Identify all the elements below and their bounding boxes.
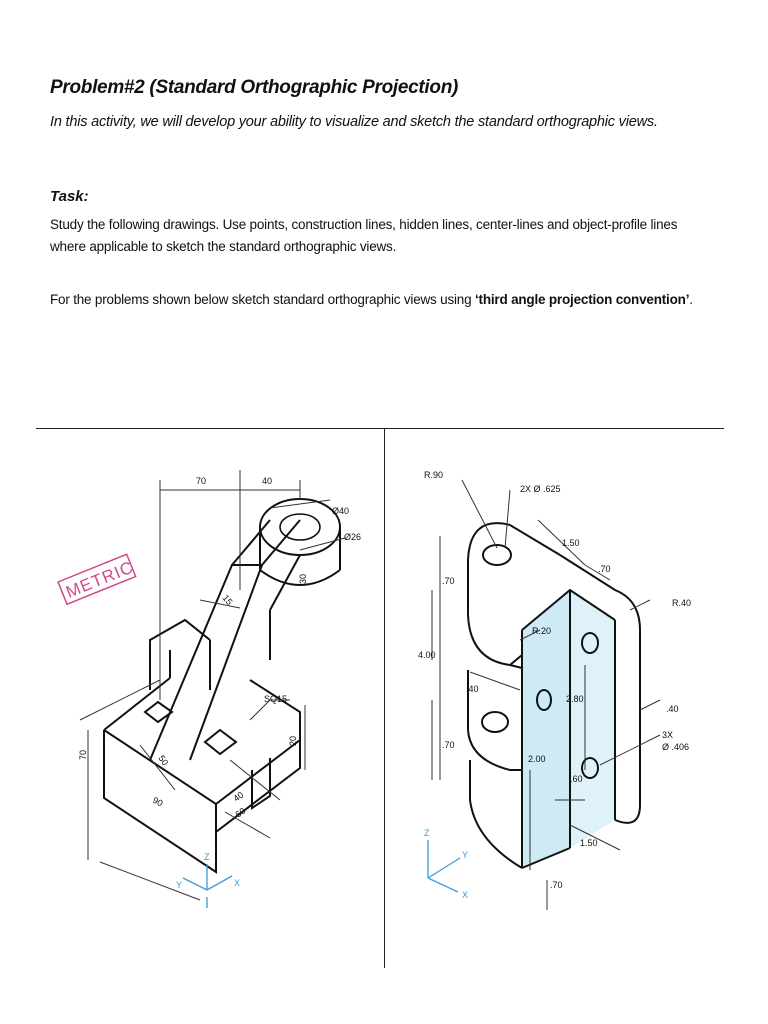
dim-r40: R.40 — [672, 598, 691, 608]
metric-stamp: METRIC — [57, 553, 137, 606]
right-axis-x: X — [462, 890, 468, 900]
dim-sq15: SQ15 — [264, 694, 287, 704]
dim-3x-label: 3X — [662, 730, 673, 740]
dim-70-left: .70 — [442, 576, 455, 586]
left-isometric-drawing: 70 40 Ø40 Ø26 30 15 SQ15 20 70 50 90 40 … — [57, 470, 361, 908]
right-axis-y: Y — [462, 850, 468, 860]
note-prefix: For the problems shown below sketch stan… — [50, 292, 475, 307]
task-text: Study the following drawings. Use points… — [50, 217, 678, 254]
dim-200: 2.00 — [528, 754, 546, 764]
dim-2x-holes: 2X Ø .625 — [520, 484, 561, 494]
problem-title: Problem#2 (Standard Orthographic Project… — [50, 77, 459, 98]
dim-50: 50 — [156, 753, 170, 767]
table-center-divider — [384, 428, 385, 968]
dim-r20: R.20 — [532, 626, 551, 636]
left-axis-x: X — [234, 878, 240, 888]
dim-dia-40: Ø40 — [332, 506, 349, 516]
dim-90: 90 — [151, 795, 165, 809]
dim-40-bottom: 40 — [231, 790, 245, 804]
dim-40-top: 40 — [262, 476, 272, 486]
dim-150-bottom: 1.50 — [580, 838, 598, 848]
left-axis-y: Y — [176, 880, 182, 890]
dim-40-mid: .40 — [466, 684, 479, 694]
right-isometric-drawing: R.90 2X Ø .625 1.50 .70 .70 R.20 R.40 4.… — [418, 470, 691, 910]
dim-150-top: 1.50 — [562, 538, 580, 548]
left-axis-triad — [182, 864, 233, 908]
dim-70-top: .70 — [598, 564, 611, 574]
note-suffix: . — [689, 292, 693, 307]
intro-text: In this activity, we will develop your a… — [50, 114, 658, 130]
dim-15: 15 — [220, 593, 234, 607]
dim-dia-26: Ø26 — [344, 532, 361, 542]
dim-60: .60 — [570, 774, 583, 784]
table-top-rule — [36, 428, 724, 429]
projection-note: For the problems shown below sketch stan… — [50, 289, 700, 311]
dim-40-right: .40 — [666, 704, 679, 714]
dim-280: 2.80 — [566, 694, 584, 704]
dim-20: 20 — [288, 736, 298, 746]
dim-3x-holes: Ø .406 — [662, 742, 689, 752]
right-axis-triad — [427, 840, 461, 893]
dim-70-side: 70 — [78, 750, 88, 760]
metric-stamp-text: METRIC — [63, 558, 136, 602]
dim-60: 60 — [233, 806, 247, 820]
right-axis-z: Z — [424, 828, 430, 838]
dim-70-top: 70 — [196, 476, 206, 486]
left-axis-z: Z — [204, 852, 210, 862]
note-bold: ‘third angle projection convention’ — [474, 292, 690, 307]
dim-70-low: .70 — [442, 740, 455, 750]
dim-70-bottom: .70 — [550, 880, 563, 890]
dim-400: 4.00 — [418, 650, 436, 660]
dim-r90: R.90 — [424, 470, 443, 480]
dim-30: 30 — [298, 574, 308, 584]
task-label: Task: — [50, 188, 89, 205]
